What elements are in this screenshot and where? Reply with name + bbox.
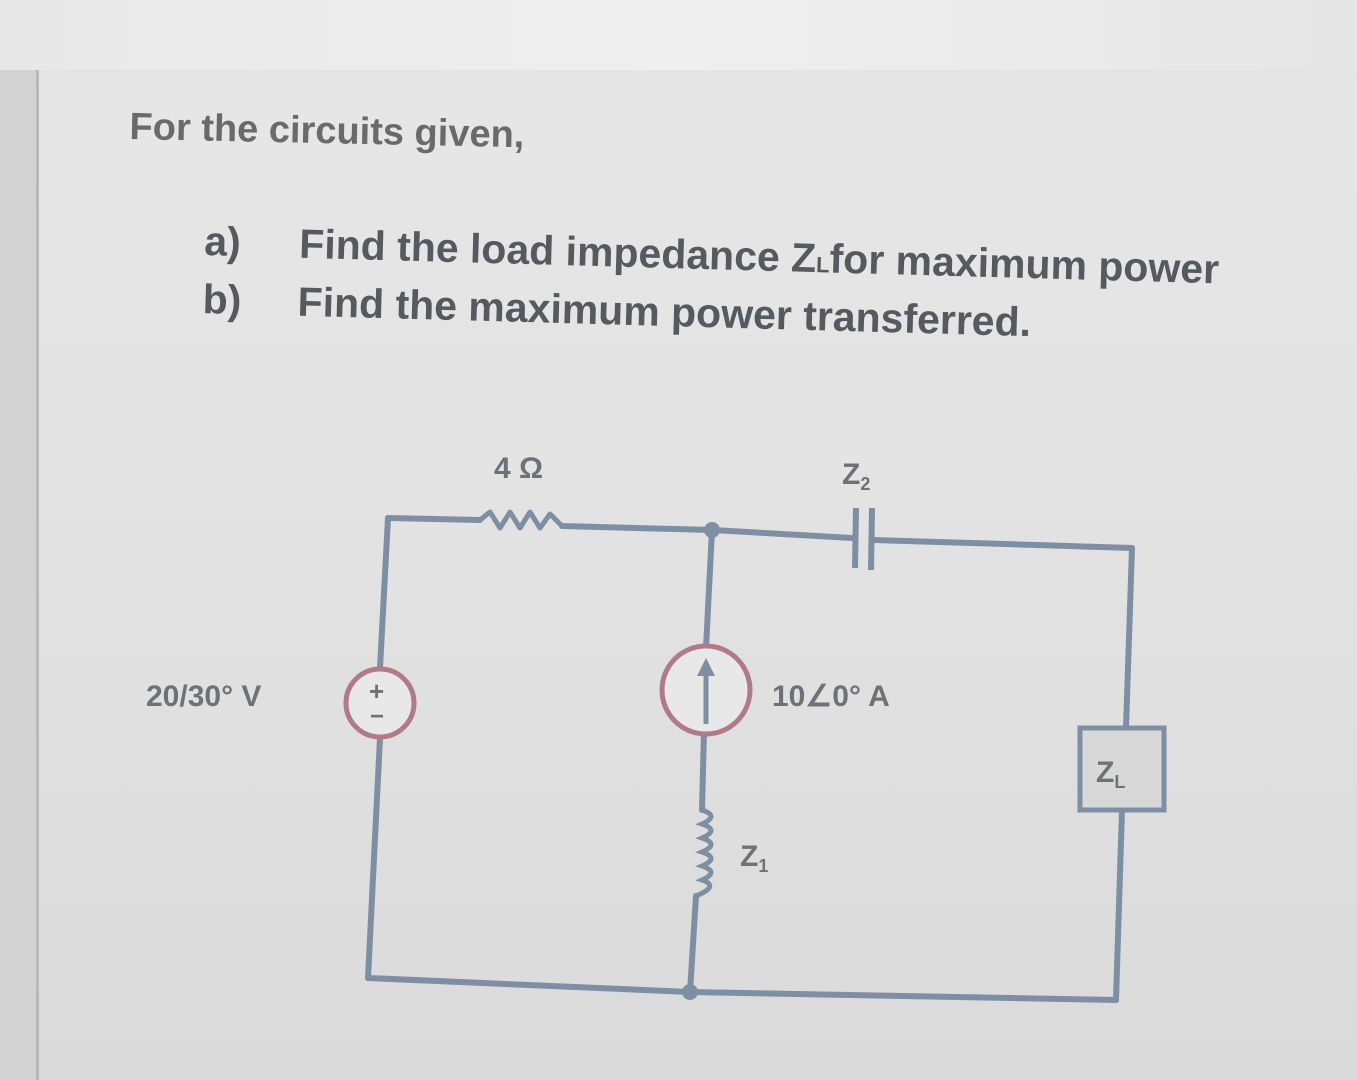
voltage-source-plus: + (369, 676, 384, 706)
wire-middle-lower (687, 893, 699, 995)
left-margin (0, 70, 36, 1080)
voltage-source-symbol (343, 666, 417, 740)
wire-left-lower (365, 735, 383, 981)
voltage-source-minus: − (370, 703, 384, 730)
wire-middle-upper (703, 527, 715, 651)
wire-middle-mid (699, 727, 707, 813)
load-label: ZL (1096, 756, 1125, 792)
resistor-label: 4 Ω (494, 452, 543, 485)
wire-top-to-capacitor (709, 527, 855, 541)
inductor-symbol (695, 807, 714, 899)
voltage-source-label: 20/30° V (146, 680, 261, 713)
wire-bottom-right (687, 989, 1119, 1003)
margin-line (36, 70, 39, 1080)
inductor-label: Z1 (740, 840, 768, 876)
wire-top-middle (559, 523, 715, 533)
wire-bottom-left (365, 975, 693, 995)
wire-top-left (385, 515, 483, 523)
capacitor-symbol (852, 507, 875, 571)
node-bottom (682, 984, 698, 1000)
wire-top-right (871, 537, 1135, 551)
wire-right-upper (1123, 545, 1135, 731)
current-source-label: 10∠0° A (772, 680, 890, 713)
resistor-symbol (478, 509, 564, 531)
node-top (704, 522, 720, 538)
top-strip (0, 0, 1357, 70)
capacitor-label: Z2 (842, 458, 870, 494)
circuit-wires (365, 515, 1135, 1003)
load-box (1077, 725, 1167, 813)
current-arrow-icon (697, 658, 715, 724)
wire-left-upper (377, 515, 391, 671)
wire-right-lower (1113, 807, 1125, 1003)
